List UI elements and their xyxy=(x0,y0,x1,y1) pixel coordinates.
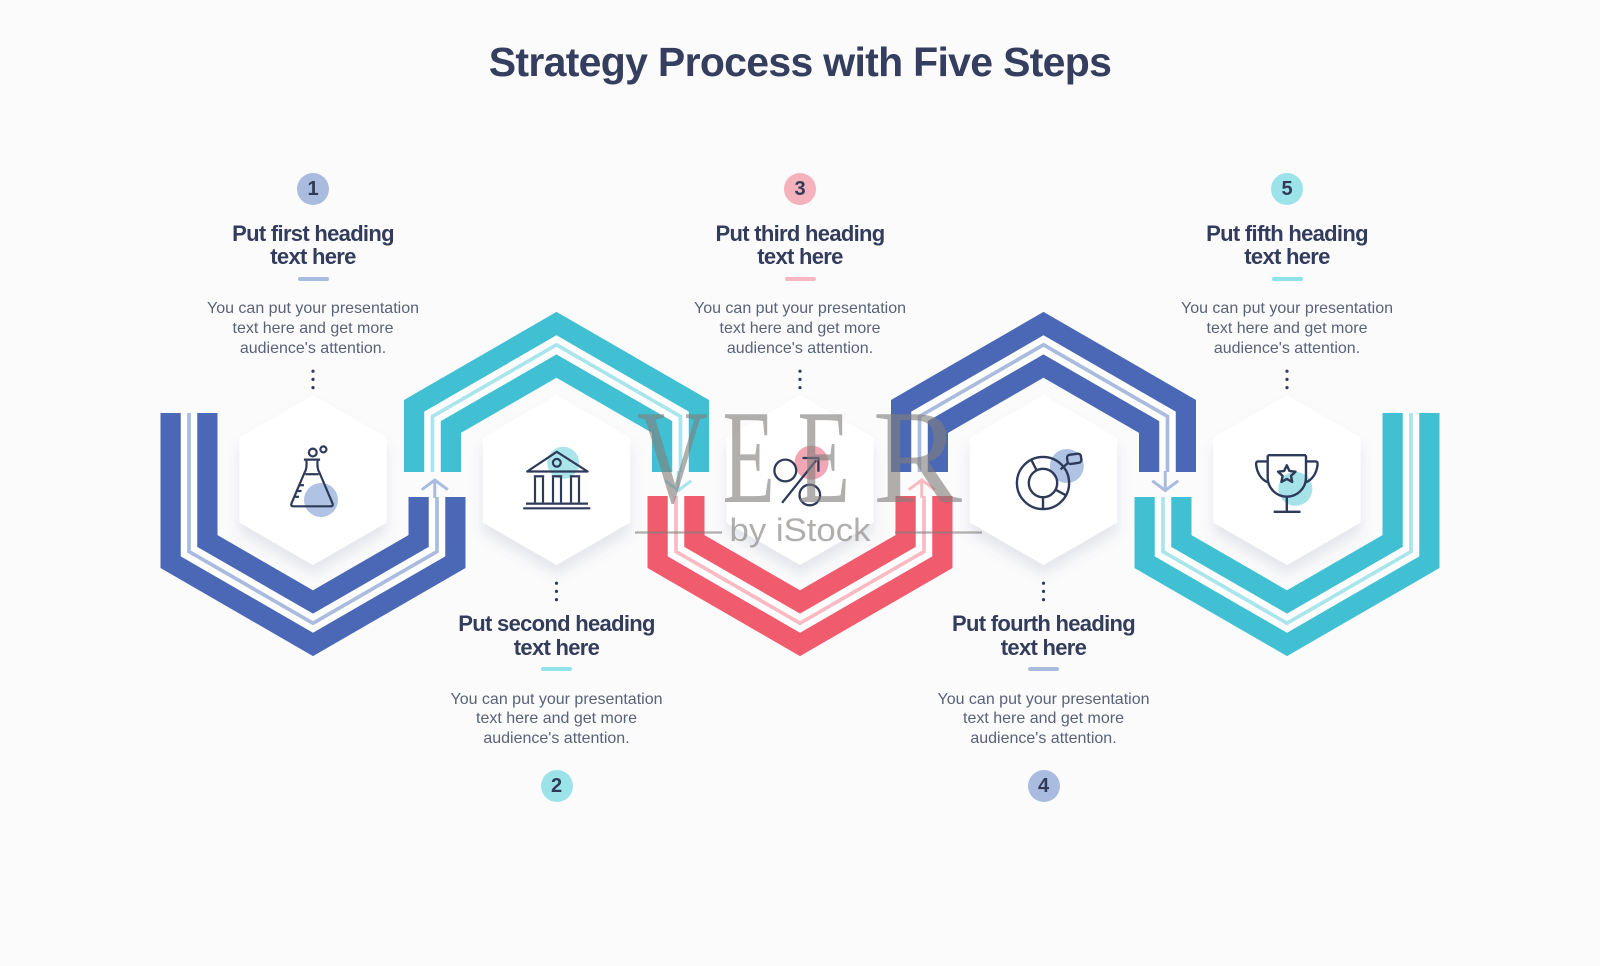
svg-text:E: E xyxy=(723,383,776,531)
svg-text:V: V xyxy=(637,383,708,531)
svg-text:E: E xyxy=(798,383,851,531)
svg-text:by iStock: by iStock xyxy=(730,512,872,548)
svg-text:R: R xyxy=(873,383,963,531)
